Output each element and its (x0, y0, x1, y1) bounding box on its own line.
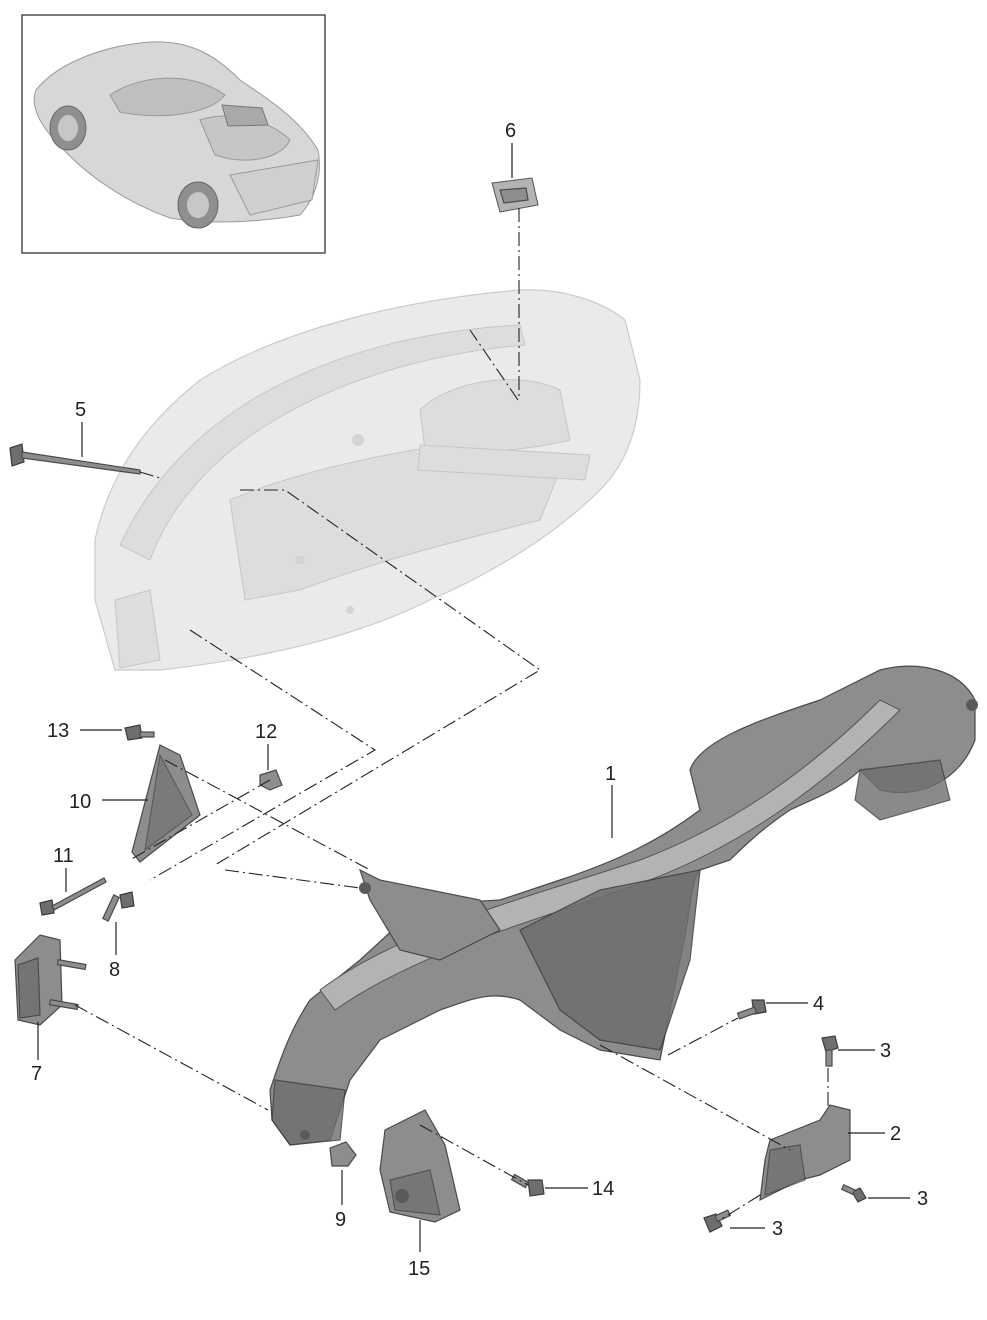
car-overview-inset (21, 14, 326, 254)
callout-4: 4 (813, 993, 824, 1015)
callout-10: 10 (69, 791, 91, 813)
callout-labels: 1 2 3 3 3 4 5 6 7 8 9 10 11 12 13 14 15 (31, 120, 928, 1280)
callout-15: 15 (408, 1258, 430, 1280)
callout-14: 14 (592, 1178, 614, 1200)
callout-3b: 3 (917, 1188, 928, 1210)
bolt-13 (124, 724, 155, 741)
triangle-bracket-10 (131, 744, 201, 863)
callout-13: 13 (47, 720, 69, 742)
callout-12: 12 (255, 721, 277, 743)
bracket-2 (759, 1104, 851, 1202)
mount-bracket-15 (379, 1109, 461, 1223)
callout-6: 6 (505, 120, 516, 142)
callout-3a: 3 (880, 1040, 891, 1062)
bolt-4 (736, 999, 767, 1020)
nut-12 (259, 769, 283, 791)
bolt-11 (39, 877, 107, 916)
clip-nut-6 (491, 177, 539, 213)
bolt-3c (703, 1209, 732, 1233)
bolt-8 (101, 891, 135, 922)
cross-member (269, 665, 978, 1146)
body-structure-ghost (94, 289, 641, 671)
callout-9: 9 (335, 1209, 346, 1231)
long-bolt-5 (9, 443, 141, 475)
bolt-3a (821, 1035, 839, 1067)
car-thumbnail-icon (33, 41, 320, 229)
callout-8: 8 (109, 959, 120, 981)
bracket-7 (14, 934, 87, 1026)
callout-1: 1 (605, 763, 616, 785)
callout-3c: 3 (772, 1218, 783, 1240)
callout-7: 7 (31, 1063, 42, 1085)
nut-9 (329, 1141, 357, 1167)
callout-11: 11 (53, 845, 74, 867)
callout-2: 2 (890, 1123, 901, 1145)
callout-leaders (37, 143, 910, 1252)
callout-5: 5 (75, 399, 86, 421)
assembly-lines (74, 208, 829, 1221)
bolt-3b (840, 1183, 867, 1203)
